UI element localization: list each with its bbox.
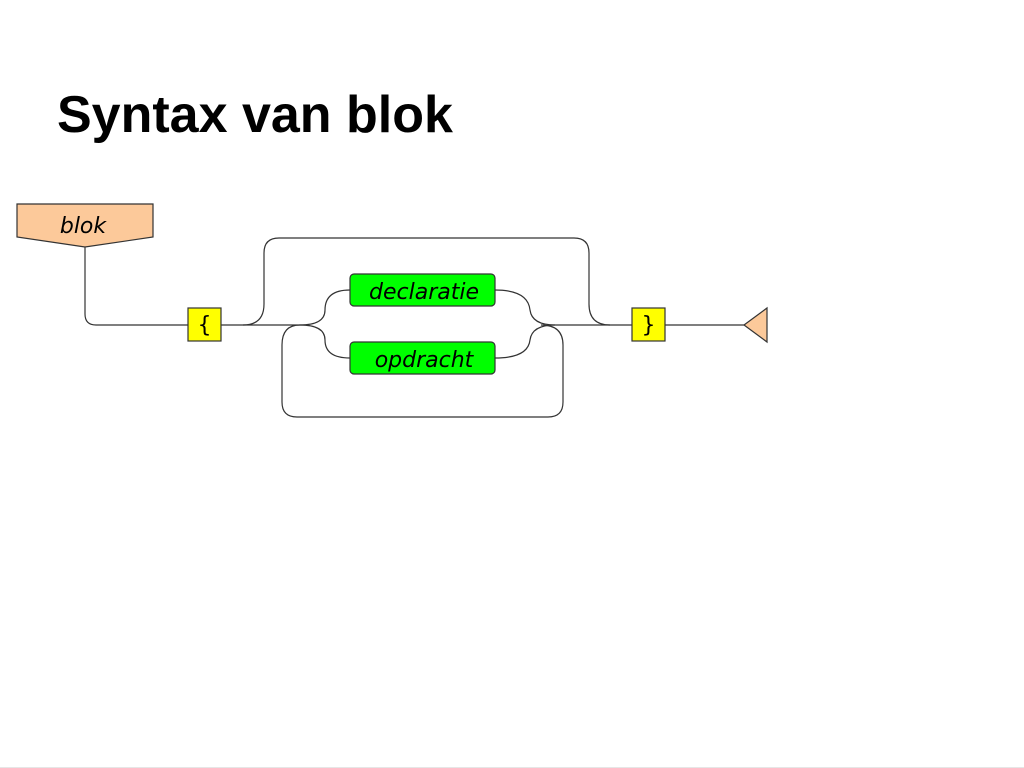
track-bypass-top [242,237,611,326]
slide-title: Syntax van blok [57,86,453,144]
track-repeat-loop [281,324,564,418]
nonterminal-declaratie: declaratie [349,273,496,307]
terminal-close-brace: } [631,307,666,342]
track-branch-declaratie-out [494,289,556,326]
terminal-open-brace: { [187,307,222,342]
rule-name-label: blok [16,203,154,248]
terminal-open-brace-box [187,307,222,342]
nonterminal-opdracht-box [349,341,496,375]
track-entry [84,243,188,326]
track-branch-declaratie-in [299,289,351,326]
rule-name-text: blok [60,214,108,239]
diagram-tracks [84,237,744,418]
terminal-close-brace-box [631,307,666,342]
nonterminal-declaratie-text: declaratie [369,280,479,305]
terminal-close-brace-text: } [642,313,655,338]
nonterminal-opdracht: opdracht [349,341,496,375]
track-branch-opdracht-in [299,324,351,359]
track-branch-opdracht-out [494,324,556,359]
rule-name-shape [16,203,154,248]
end-marker-icon [742,306,768,344]
nonterminal-opdracht-text: opdracht [375,348,475,373]
terminal-open-brace-text: { [198,313,211,338]
nonterminal-declaratie-box [349,273,496,307]
